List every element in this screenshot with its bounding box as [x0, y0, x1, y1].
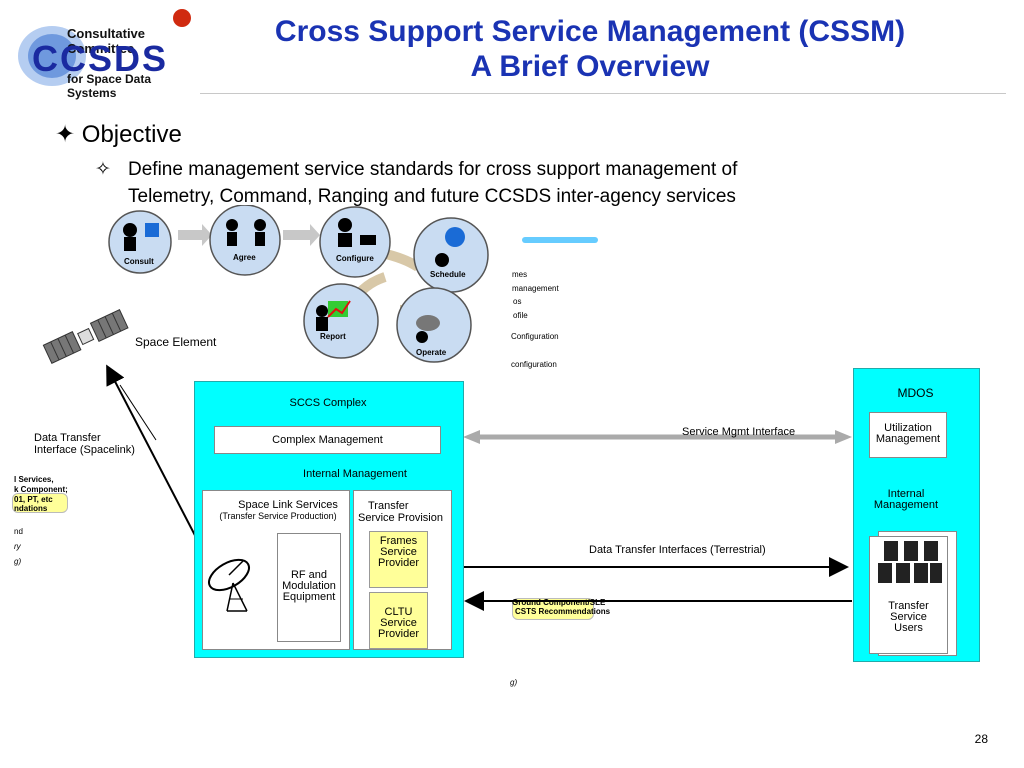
util-line2: Management: [875, 433, 941, 445]
cltu-line1: CLTU: [384, 606, 413, 618]
cycle-label-schedule: Schedule: [430, 270, 466, 279]
fragment: management: [512, 284, 559, 293]
logo-acronym: CCSDS: [32, 38, 169, 79]
tsu-line1: Transfer: [888, 600, 929, 612]
space-link-services-title: Space Link Services: [238, 499, 338, 511]
mdos-internal-line2: Management: [873, 499, 939, 511]
mdos-title: MDOS: [897, 386, 934, 400]
fragment: nd: [14, 527, 23, 536]
tsu-line2: Service: [890, 611, 927, 623]
mdos-internal-management-label: Internal Management: [868, 489, 944, 511]
star-bullet-icon: ✦: [55, 121, 76, 148]
rf-line1: RF and: [290, 569, 328, 581]
bullet-level2: ✧ Define management service standards fo…: [95, 156, 915, 210]
spacelink-label-line1: Data Transfer: [34, 432, 101, 444]
bullet-objective: Objective: [81, 121, 182, 148]
rf-line3: Equipment: [282, 591, 336, 603]
logo-line1: Consultative Committee: [67, 26, 146, 56]
spacelink-label-line2: Interface (Spacelink): [34, 444, 135, 456]
cycle-label-report: Report: [320, 332, 346, 341]
frames-line1: Frames: [379, 535, 418, 547]
sccs-complex-title: SCCS Complex: [289, 397, 367, 409]
logo-line3: for Space Data Systems: [67, 72, 152, 100]
fragment: 01, PT, etc: [14, 495, 53, 504]
fragment: mes: [512, 270, 528, 279]
transfer-service-users-box: Transfer Service Users: [869, 536, 948, 654]
fragment: os: [513, 297, 522, 306]
faded-yellow-label: [12, 493, 68, 513]
computer-cluster-icon: [877, 541, 942, 583]
bullet-level1: ✦ Objective: [55, 120, 182, 149]
fragment: g): [14, 557, 22, 566]
management-cycle-graphic: [108, 205, 489, 363]
tsp-line1: Transfer: [368, 500, 409, 512]
frames-service-provider-box: Frames Service Provider: [369, 531, 428, 588]
internal-management-label: Internal Management: [303, 468, 407, 480]
satellite-icon: [42, 309, 129, 364]
logo-graphic: [18, 9, 191, 86]
cycle-label-consult: Consult: [124, 257, 154, 266]
cycle-label-agree: Agree: [233, 253, 256, 262]
fragment: l Services,: [14, 475, 54, 484]
ccsds-logo: Consultative Committee CCSDS for Space D…: [12, 6, 197, 100]
ground-antenna-icon: [208, 558, 250, 612]
cycle-label-configure: Configure: [336, 254, 374, 263]
spacelink-label: Data Transfer Interface (Spacelink): [34, 432, 135, 456]
util-line1: Utilization: [884, 422, 932, 434]
cltu-line2: Service: [380, 617, 417, 629]
service-mgmt-interface-label: Service Mgmt Interface: [682, 426, 796, 438]
page-title: Cross Support Service Management (CSSM) …: [190, 14, 990, 84]
title-line2: A Brief Overview: [470, 50, 710, 83]
fragment: ry: [14, 542, 21, 551]
rf-line2: Modulation: [282, 580, 336, 592]
space-element-label: Space Element: [135, 335, 217, 349]
rf-modulation-box: RF and Modulation Equipment: [277, 533, 341, 642]
fragment: k Component;: [14, 485, 68, 494]
fragment: CSTS Recommendations: [515, 607, 611, 616]
tsp-line2: Service Provision: [358, 512, 443, 524]
bullet-text-line2: Telemetry, Command, Ranging and future C…: [128, 186, 736, 207]
fragment: Ground Component/SLE: [512, 598, 606, 607]
page-number: 28: [974, 732, 988, 746]
frames-line2: Service: [380, 546, 417, 558]
faded-yellow-label: [512, 598, 594, 620]
mdos-internal-line1: Internal: [887, 488, 925, 500]
frames-line3: Provider: [378, 557, 419, 569]
fragment: Configuration: [511, 332, 559, 341]
fragment: configuration: [511, 360, 557, 369]
tsu-line3: Users: [894, 622, 923, 634]
fragment: g): [510, 678, 518, 687]
fragment: ofile: [513, 311, 528, 320]
hollow-star-bullet-icon: ✧: [95, 159, 111, 180]
fragment: ndations: [14, 504, 48, 513]
cltu-line3: Provider: [378, 628, 419, 640]
bullet-text-line1: Define management service standards for …: [128, 159, 738, 180]
complex-management-box: Complex Management: [214, 426, 441, 454]
title-line1: Cross Support Service Management (CSSM): [274, 15, 906, 48]
cycle-label-operate: Operate: [416, 348, 447, 357]
cltu-service-provider-box: CLTU Service Provider: [369, 592, 428, 649]
data-transfer-terrestrial-label: Data Transfer Interfaces (Terrestrial): [589, 544, 766, 556]
title-divider: [200, 93, 1006, 94]
transfer-service-production-label: (Transfer Service Production): [219, 511, 337, 521]
transfer-service-provision-title: Transfer Service Provision: [358, 500, 443, 524]
faded-header-bar: [522, 237, 598, 243]
utilization-management-box: Utilization Management: [869, 412, 947, 458]
